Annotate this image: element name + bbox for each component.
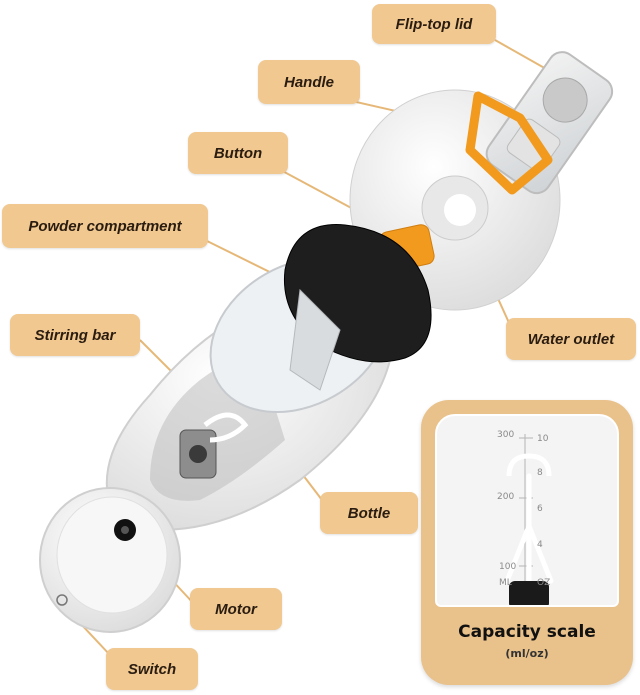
power-switch-icon	[56, 594, 68, 606]
label-button: Button	[188, 132, 288, 174]
capacity-scale-graphic	[504, 434, 554, 605]
ml-unit: ML	[499, 578, 512, 588]
oz-tick-6: 6	[537, 504, 543, 514]
oz-unit: OZ	[537, 578, 551, 588]
oz-tick-10: 10	[537, 434, 549, 444]
motor-base	[39, 487, 181, 633]
capacity-scale-subtitle: (ml/oz)	[505, 647, 549, 660]
ml-tick-300: 300	[497, 430, 515, 440]
label-motor: Motor	[190, 588, 282, 630]
oz-tick-4: 4	[537, 540, 543, 550]
oz-tick-8: 8	[537, 468, 543, 478]
capacity-scale-inset: 300 200 100 10 8 6 4 ML OZ Capacity scal…	[421, 400, 633, 685]
ml-tick-200: 200	[497, 492, 515, 502]
capacity-scale-title: Capacity scale	[458, 622, 596, 642]
label-bottle: Bottle	[320, 492, 418, 534]
ml-tick-100: 100	[499, 562, 517, 572]
label-water-outlet: Water outlet	[506, 318, 636, 360]
label-flip-top-lid: Flip-top lid	[372, 4, 496, 44]
handle-part	[465, 91, 553, 195]
capacity-scale-window: 300 200 100 10 8 6 4 ML OZ	[435, 414, 619, 607]
label-switch: Switch	[106, 648, 198, 690]
powder-compartment	[283, 224, 432, 391]
label-stirring-bar: Stirring bar	[10, 314, 140, 356]
label-handle: Handle	[258, 60, 360, 104]
label-powder-compartment: Powder compartment	[2, 204, 208, 248]
